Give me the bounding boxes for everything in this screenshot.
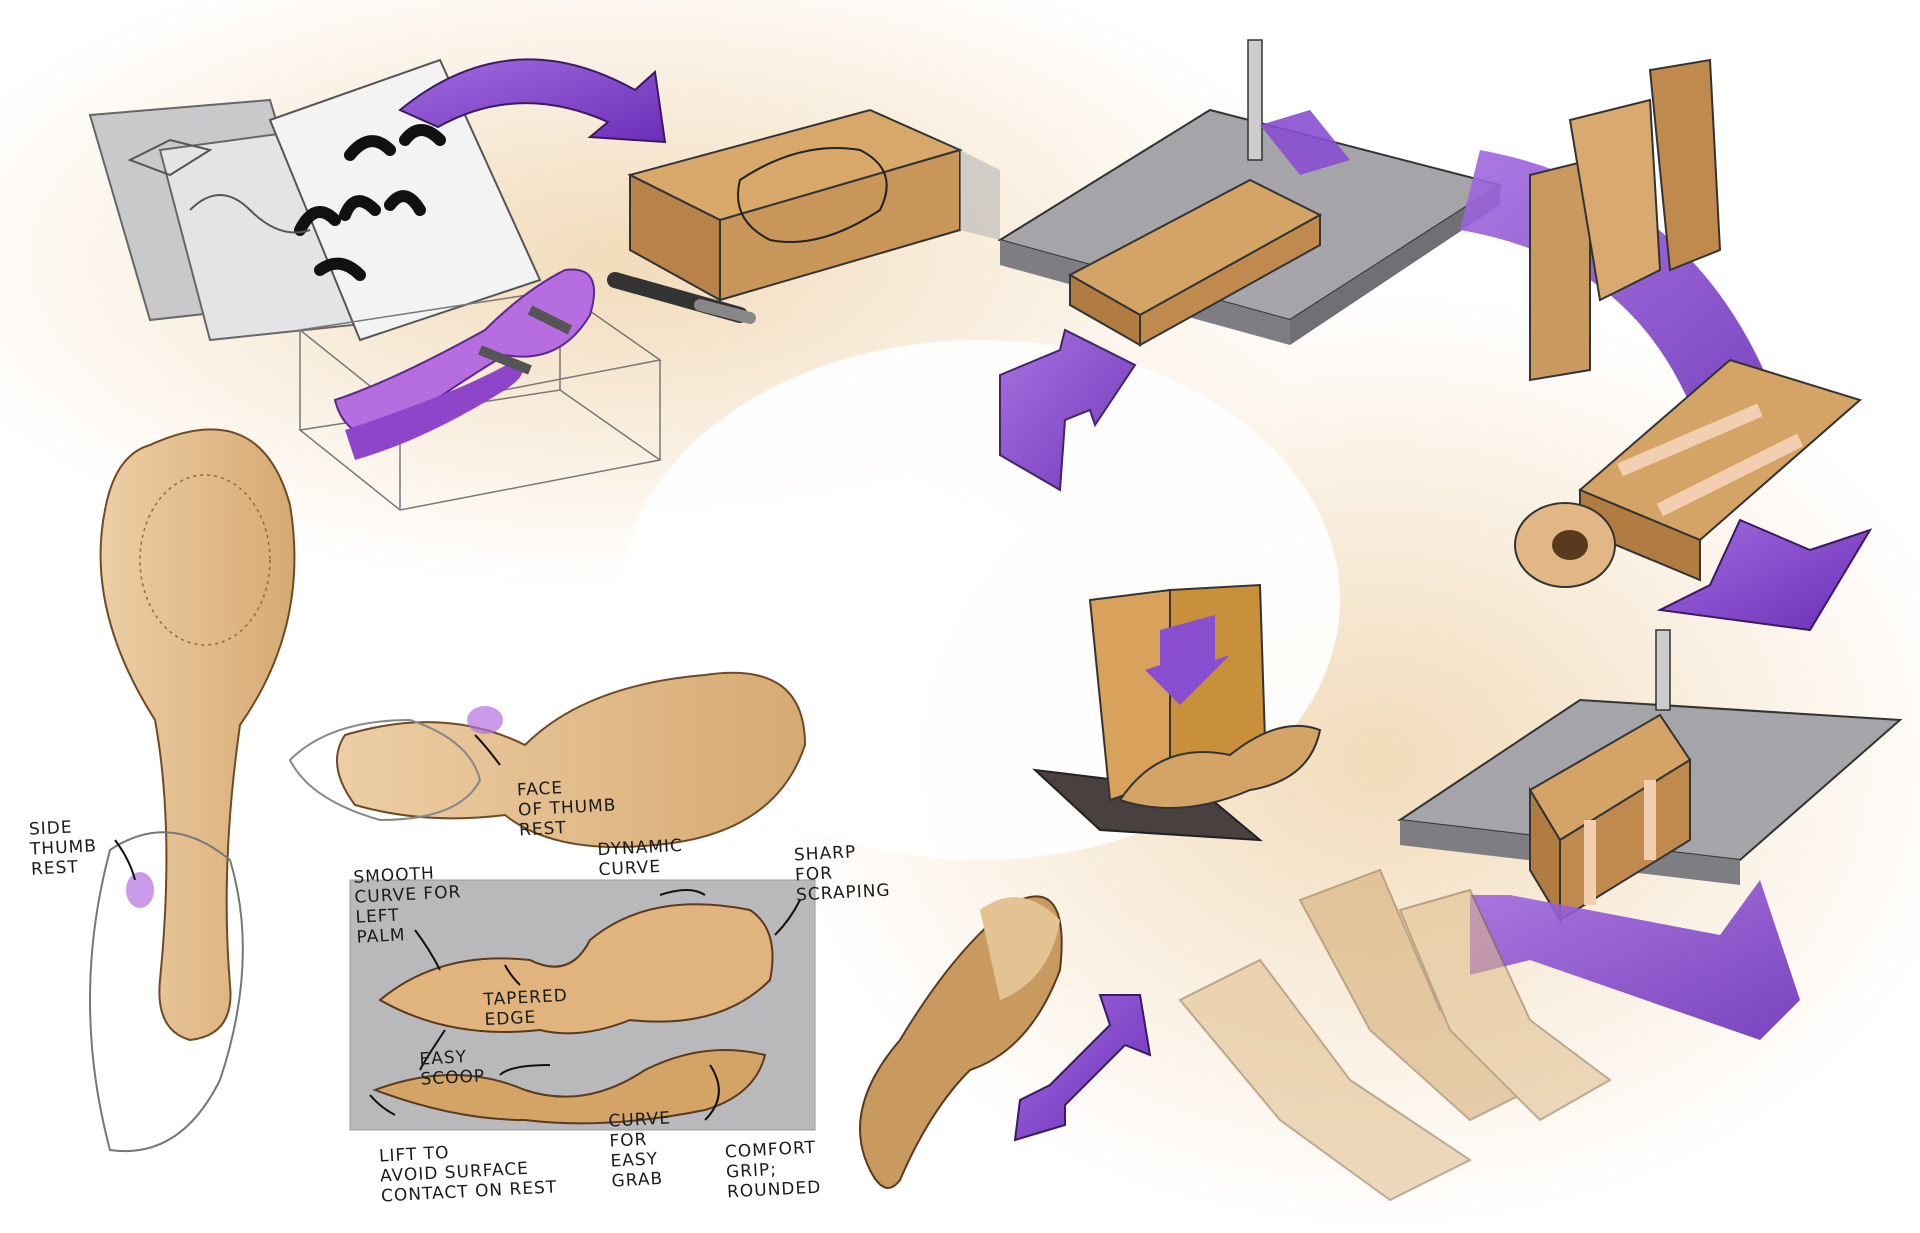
arrow-feed-in [999,328,1137,492]
marker-pen [607,272,756,324]
label-comfort-grip: COMFORT GRIP; ROUNDED [724,1137,822,1203]
bandsaw-table-1 [997,39,1503,347]
ghost-spoon-blanks [1178,868,1612,1202]
label-tapered-edge: TAPERED EDGE [483,985,569,1031]
arrow-rotate [1013,994,1152,1142]
carved-spoon-bowl [859,895,1063,1189]
wood-blank-block [627,108,1000,302]
tape-roll [1514,502,1616,588]
sketch-sheets [88,58,542,342]
label-curve-for-easy-grab: CURVE FOR EASY GRAB [607,1108,672,1192]
label-smooth-curve: SMOOTH CURVE FOR LEFT PALM [352,863,462,948]
cut-spoon-blanks [1529,58,1722,382]
label-face-of-thumb-rest: FACE OF THUMB REST [516,778,617,841]
spoon-side-view [372,1049,767,1125]
bandsaw-table-2 [1397,629,1903,924]
taped-block [1578,358,1863,582]
label-dynamic-curve: DYNAMIC CURVE [597,835,684,881]
pointer-arrows [114,734,801,1121]
arrow-sketch-to-block [398,58,667,144]
label-lift-to-avoid: LIFT TO AVOID SURFACE CONTACT ON REST [378,1142,558,1207]
label-sharp-for-scraping: SHARP FOR SCRAPING [793,842,892,906]
brush-strokes [294,124,446,281]
arrow-down-right [1656,518,1873,632]
held-spoon-horizontal [288,671,807,848]
spoon-top-view [378,903,774,1035]
held-spoon-vertical [89,428,296,1153]
wireframe-spoon-model [298,268,662,511]
arrow-band-lower [1470,880,1800,1040]
belt-sander [1032,583,1322,842]
label-easy-scoop: EASY SCOOP [418,1047,486,1090]
label-side-thumb-rest: SIDE THUMB REST [28,817,98,880]
